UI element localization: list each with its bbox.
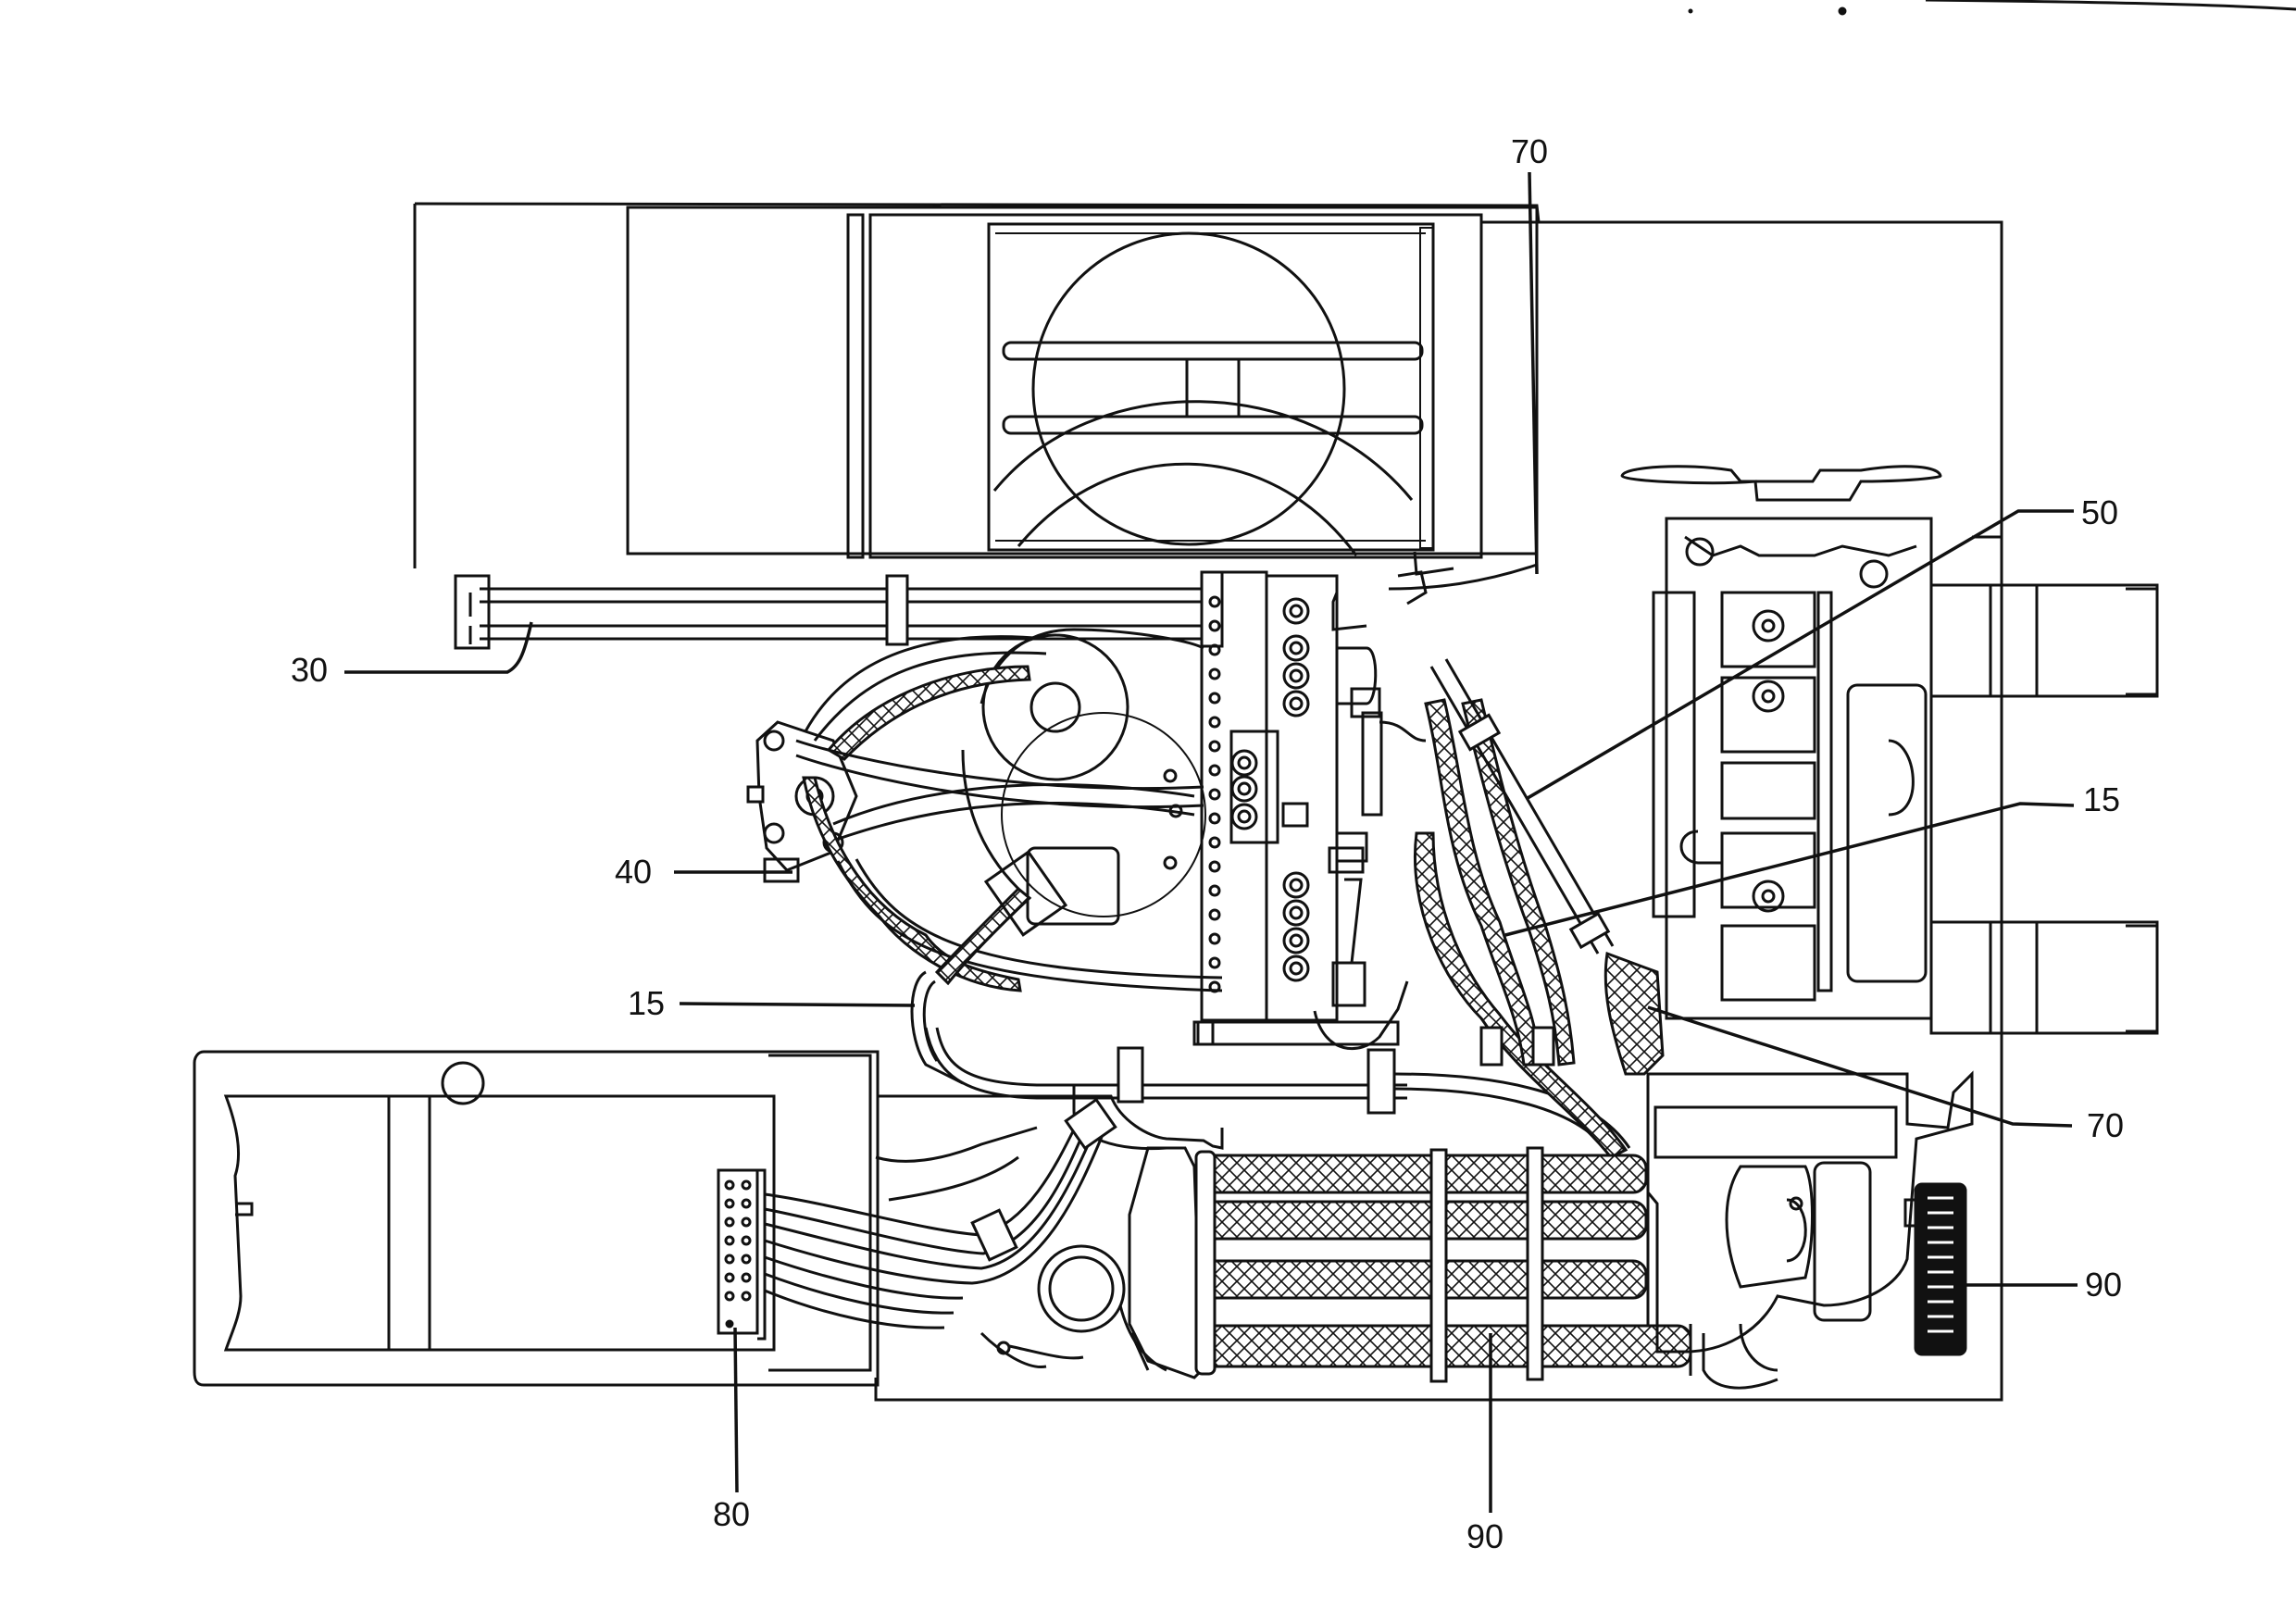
connector-pins — [724, 1179, 752, 1329]
leader-70-right — [1647, 1005, 2073, 1128]
braided-hose-harness — [795, 635, 1223, 1085]
leader-50 — [1527, 509, 2074, 800]
callout-70-top: 70 — [1511, 132, 1548, 170]
scan-edge-marks — [1688, 0, 2296, 16]
tube-bundle-30 — [454, 570, 1224, 650]
engine-pulley — [961, 628, 1206, 926]
leader-15-left — [679, 1002, 916, 1007]
wiring-connector-80 — [717, 1097, 1117, 1341]
callout-30: 30 — [291, 651, 328, 689]
callout-70-right: 70 — [2087, 1106, 2124, 1144]
callout-40: 40 — [615, 853, 652, 891]
leader-15-right — [1504, 802, 2075, 937]
leader-30 — [344, 621, 533, 674]
manifold-block — [1192, 570, 1427, 1051]
filter-tubes-90 — [1194, 1146, 1692, 1383]
callout-90-right: 90 — [2085, 1266, 2122, 1304]
filter-element-90-right — [1903, 1182, 1967, 1356]
radiator-fan-assembly — [626, 206, 1539, 605]
injector-nozzles — [1230, 597, 1310, 982]
battery-box — [193, 1050, 880, 1387]
callout-labels: 70 50 15 70 90 30 40 15 80 90 — [291, 132, 2124, 1555]
callout-90-bottom: 90 — [1466, 1517, 1504, 1555]
leader-70-top — [1528, 171, 1539, 575]
lower-hose-loom — [924, 698, 1631, 1159]
callout-50: 50 — [2081, 493, 2118, 531]
leader-80 — [733, 1327, 739, 1493]
callout-80: 80 — [713, 1495, 750, 1533]
leader-lines — [344, 171, 2078, 1513]
right-engine-block — [1620, 465, 2159, 1035]
callout-15-right: 15 — [2083, 780, 2120, 818]
pump-housing — [1646, 1070, 1974, 1390]
manifold-beads — [1208, 595, 1221, 993]
callout-15-left: 15 — [628, 984, 665, 1022]
sensor-bracket-40 — [746, 720, 858, 883]
control-rod-50 — [1429, 658, 1665, 1076]
center-lower-housing — [875, 1094, 1224, 1379]
